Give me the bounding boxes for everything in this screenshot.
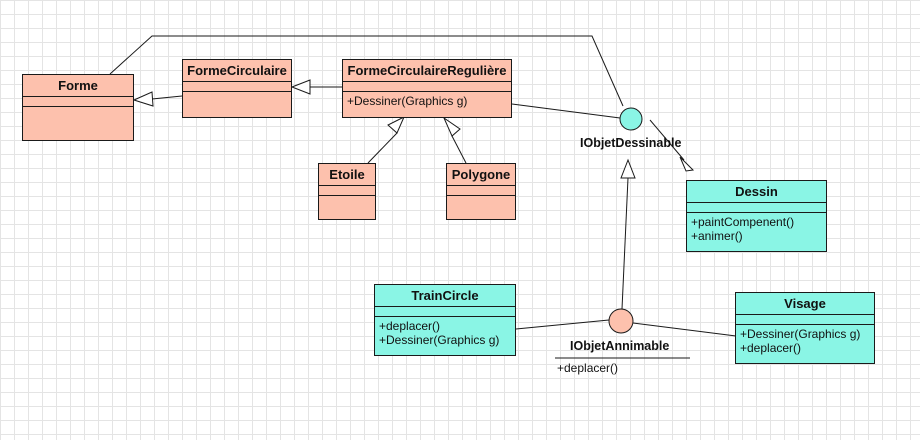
dessin-aggregation [649, 119, 685, 161]
class-forme-name: Forme [23, 75, 133, 97]
class-visage-operations: +Dessiner(Graphics g) +deplacer() [736, 325, 874, 363]
class-fcr-operation: +Dessiner(Graphics g) [347, 94, 468, 108]
arrowhead-dessinable [620, 158, 636, 179]
visage-annimable-link [632, 322, 737, 337]
class-forme-circulaire-operations [183, 92, 291, 117]
class-polygone-attributes [447, 186, 515, 196]
class-visage-name: Visage [736, 293, 874, 315]
class-fcr-attributes [343, 82, 511, 92]
class-visage-attributes [736, 315, 874, 325]
traincircle-annimable-link [515, 319, 610, 330]
class-etoile[interactable]: Etoile [318, 163, 376, 220]
arrowhead-forme [132, 91, 154, 107]
class-polygone-operations [447, 196, 515, 219]
formecirculaire-generalization [151, 95, 183, 100]
arrowhead-formecirculaire [290, 79, 311, 95]
class-dessin-operations: +paintCompenent() +animer() [687, 213, 826, 251]
class-dessin[interactable]: Dessin +paintCompenent() +animer() [686, 180, 827, 252]
class-forme-operations [23, 107, 133, 140]
aggregation-diamond [679, 156, 695, 172]
arrowhead-fcr-polygone [442, 116, 461, 137]
class-train-circle-operation: +Dessiner(Graphics g) [379, 333, 500, 347]
class-dessin-operation: +animer() [691, 229, 743, 243]
class-fcr-operations: +Dessiner(Graphics g) [343, 92, 511, 117]
formereguliere-dessinable-link [511, 103, 621, 119]
class-forme-circulaire-attributes [183, 82, 291, 92]
class-forme-circulaire-name: FormeCirculaire [183, 60, 291, 82]
annimable-generalization [621, 177, 629, 310]
annimable-interface-circle [608, 308, 634, 334]
class-visage-operation: +Dessiner(Graphics g) [740, 327, 861, 341]
class-forme-circulaire[interactable]: FormeCirculaire [182, 59, 292, 118]
etoile-generalization [367, 132, 398, 164]
class-train-circle-operation: +deplacer() [379, 319, 441, 333]
dessinable-interface-circle [619, 107, 643, 131]
class-dessin-operation: +paintCompenent() [691, 215, 795, 229]
class-dessin-name: Dessin [687, 181, 826, 203]
class-forme[interactable]: Forme [22, 74, 134, 141]
interface-dessinable-label: IObjetDessinable [580, 136, 682, 150]
forme-to-dessinable-link [109, 35, 624, 107]
class-etoile-attributes [319, 186, 375, 196]
polygone-generalization [451, 135, 467, 164]
class-polygone[interactable]: Polygone [446, 163, 516, 220]
class-forme-attributes [23, 97, 133, 107]
class-visage[interactable]: Visage +Dessiner(Graphics g) +deplacer() [735, 292, 875, 364]
interface-annimable-label: IObjetAnnimable [570, 339, 670, 353]
class-etoile-operations [319, 196, 375, 219]
interface-annimable-operation: +deplacer() [557, 361, 619, 375]
arrowhead-fcr-etoile [387, 115, 406, 134]
class-polygone-name: Polygone [447, 164, 515, 186]
class-fcr-name: FormeCirculaireRegulière [343, 60, 511, 82]
class-etoile-name: Etoile [319, 164, 375, 186]
class-train-circle[interactable]: TrainCircle +deplacer() +Dessiner(Graphi… [374, 284, 516, 356]
class-train-circle-operations: +deplacer() +Dessiner(Graphics g) [375, 317, 515, 355]
class-visage-operation: +deplacer() [740, 341, 802, 355]
class-train-circle-attributes [375, 307, 515, 317]
class-forme-circulaire-reguliere[interactable]: FormeCirculaireRegulière +Dessiner(Graph… [342, 59, 512, 118]
class-dessin-attributes [687, 203, 826, 213]
class-train-circle-name: TrainCircle [375, 285, 515, 307]
